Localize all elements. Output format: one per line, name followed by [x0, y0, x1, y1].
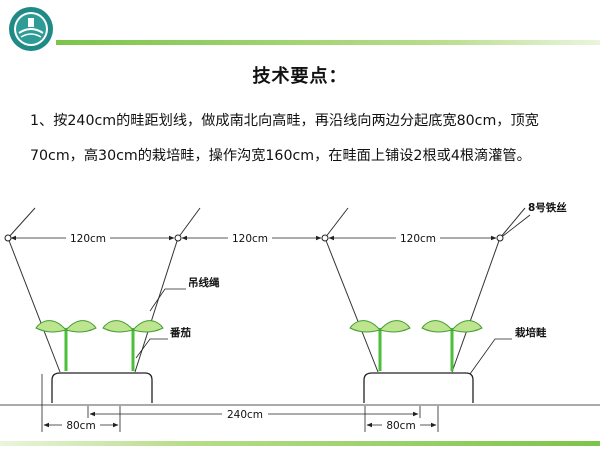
- label-span-left: 120cm: [70, 233, 106, 245]
- tomato-plant-3: [349, 320, 411, 371]
- label-bed: 栽培畦: [515, 326, 547, 339]
- label-wire: 8号铁丝: [528, 201, 567, 214]
- label-bed-width-right: 80cm: [386, 420, 415, 432]
- tomato-plant-1: [35, 320, 97, 371]
- tomato-plant-4: [421, 320, 483, 371]
- pole-right-inner: [324, 237, 379, 373]
- trellis-diagram: 120cm 120cm 120cm 8号铁丝 吊线绳 番茄 栽培畦 2: [0, 201, 600, 432]
- header-green-bar: [56, 40, 600, 45]
- pole-left-outer-top: [7, 207, 36, 239]
- footer-green-bar: [0, 441, 600, 446]
- label-hanging-rope: 吊线绳: [188, 276, 220, 289]
- pole-left-inner: [134, 237, 179, 373]
- pole-left-outer: [7, 237, 61, 373]
- leader-hanging-rope: [149, 288, 186, 312]
- label-row-spacing: 240cm: [227, 409, 263, 421]
- pole-right-outer-top: [499, 207, 526, 239]
- tomato-plant-2: [102, 320, 164, 371]
- technique-paragraph: 1、按240cm的畦距划线，做成南北向高畦，再沿线向两边分起底宽80cm，顶宽7…: [30, 113, 539, 164]
- wire-knot-3: [321, 234, 329, 242]
- pole-right-inner-top: [324, 207, 349, 239]
- label-tomato: 番茄: [169, 326, 191, 339]
- pole-right-outer: [451, 237, 501, 373]
- leader-bed: [469, 338, 512, 375]
- school-logo: [9, 7, 53, 51]
- label-bed-width-left: 80cm: [66, 420, 95, 432]
- bed-right: [363, 372, 474, 403]
- slide-title: 技术要点：: [252, 66, 348, 87]
- leader-wire: [502, 214, 531, 237]
- label-span-middle: 120cm: [232, 233, 268, 245]
- bed-left: [51, 372, 153, 403]
- wire-knot-1: [4, 234, 12, 242]
- leader-tomato: [135, 338, 168, 359]
- pole-left-inner-top: [177, 207, 201, 239]
- wire-knot-4: [496, 234, 504, 242]
- label-span-right: 120cm: [400, 233, 436, 245]
- wire-knot-2: [174, 234, 182, 242]
